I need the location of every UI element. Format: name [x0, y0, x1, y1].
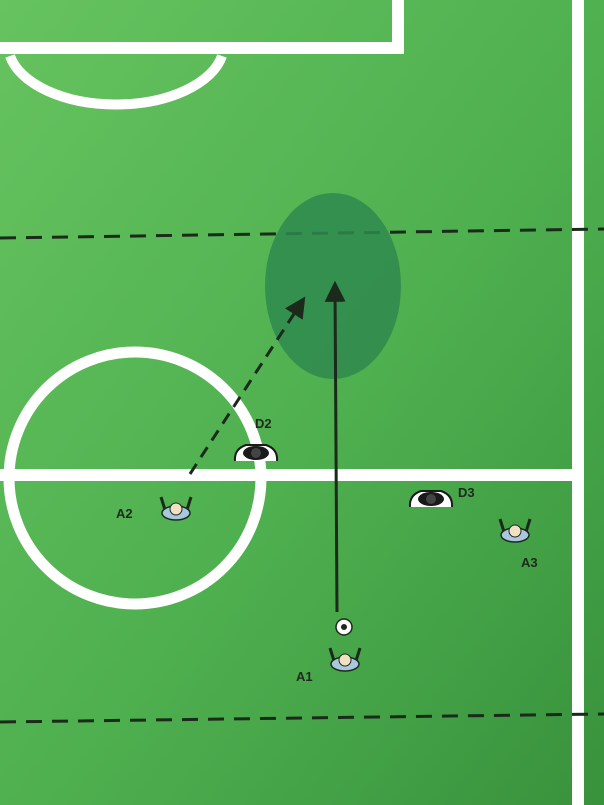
label-a1: A1 [296, 669, 313, 684]
pass-arrow [324, 280, 346, 613]
target-zone [265, 193, 401, 379]
run-arrow [188, 296, 306, 475]
defender-d2 [233, 444, 279, 462]
label-d3: D3 [458, 485, 475, 500]
penalty-arc [5, 54, 227, 110]
penalty-box-line [0, 0, 404, 54]
attacker-a2 [159, 496, 193, 521]
attacker-a1 [328, 647, 362, 672]
attacker-a3 [498, 518, 532, 543]
center-circle [3, 346, 267, 610]
defender-d3 [408, 490, 454, 508]
ball [335, 618, 353, 636]
dashed-zone-line-top [0, 227, 604, 240]
label-d2: D2 [255, 416, 272, 431]
label-a2: A2 [116, 506, 133, 521]
label-a3: A3 [521, 555, 538, 570]
dashed-zone-line-bottom [0, 712, 604, 724]
